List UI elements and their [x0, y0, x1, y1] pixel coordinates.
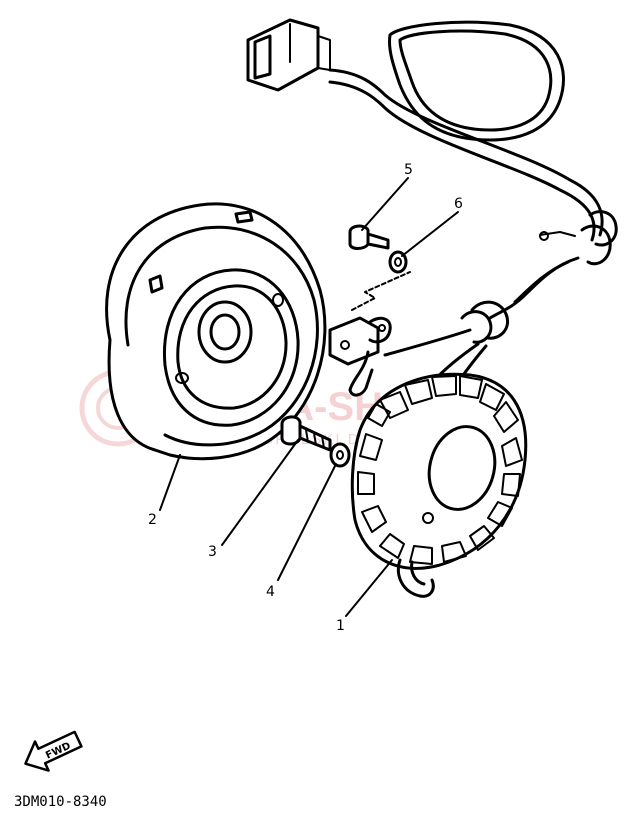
callout-1: 1 — [336, 618, 345, 634]
pickup-coil — [328, 271, 411, 397]
callout-4: 4 — [266, 584, 275, 600]
pickup-bolt — [348, 224, 390, 250]
diagram-code: 3DM010-8340 — [14, 794, 107, 810]
fwd-arrow: FWD — [24, 730, 83, 772]
leader-lines — [159, 177, 459, 617]
rotor-flywheel — [105, 202, 327, 461]
callout-2: 2 — [148, 512, 157, 528]
rotor-bolt — [280, 415, 332, 452]
callout-5: 5 — [404, 162, 413, 178]
plain-washer — [329, 442, 351, 468]
callout-3: 3 — [208, 544, 217, 560]
pickup-washer — [388, 250, 408, 274]
fwd-arrow-icon — [24, 730, 83, 772]
callout-6: 6 — [454, 196, 463, 212]
wire-harness — [246, 18, 618, 402]
stator-assembly — [350, 372, 528, 598]
